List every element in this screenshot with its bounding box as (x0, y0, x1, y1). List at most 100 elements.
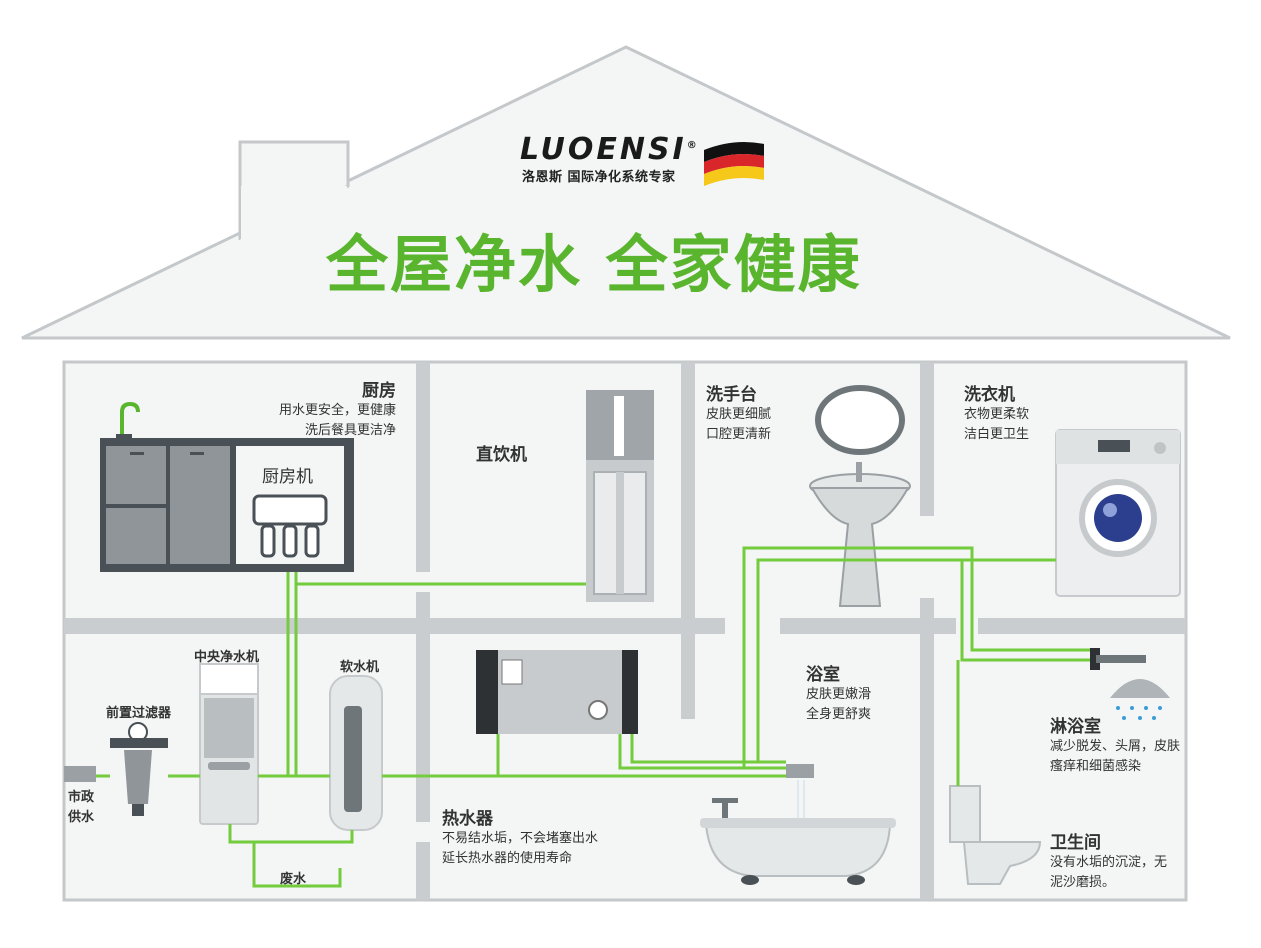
heater-line-1: 不易结水垢，不会堵塞出水 (442, 831, 599, 846)
central-purifier-icon (199, 663, 259, 825)
kitchen-filter-1 (260, 524, 276, 558)
mirror-icon (815, 385, 905, 455)
heater-line-2: 延长热水器的使用寿命 (442, 851, 573, 866)
washbasin-line-2: 口腔更清新 (706, 427, 772, 442)
shower-head-icon (1090, 648, 1170, 720)
drop-4 (1158, 706, 1162, 710)
washing-machine-icon (1055, 429, 1181, 597)
tub-foot-2 (847, 875, 865, 885)
wm-display (1098, 440, 1130, 452)
toilet-bowl (962, 841, 1042, 885)
kitchen-title: 厨房 (362, 381, 396, 401)
washbasin-caption: 洗手台 皮肤更细腻 口腔更清新 (706, 380, 771, 445)
prefilter-body (124, 750, 152, 804)
pipe-waste (228, 824, 354, 844)
faucet-icon (120, 401, 140, 438)
brand-logo: LUOENSI® (520, 132, 700, 167)
wall-4 (681, 362, 695, 719)
shower-title: 淋浴室 (1050, 717, 1101, 737)
tub-spout (786, 764, 814, 778)
tub-foot-1 (741, 875, 759, 885)
municipal-tap-icon (64, 766, 96, 782)
cabinet-door-1 (106, 446, 166, 504)
registered-mark: ® (686, 140, 700, 151)
cp-handle (208, 762, 250, 770)
shower-head (1110, 679, 1170, 698)
cabinet-door-2 (106, 508, 166, 564)
bathroom-line-1: 皮肤更嫩滑 (806, 687, 872, 702)
shower-mount (1090, 648, 1100, 670)
heater-display (501, 659, 523, 685)
wall-3 (416, 842, 430, 900)
faucet-base (116, 434, 132, 440)
shower-line-2: 瘙痒和细菌感染 (1050, 759, 1142, 774)
heater-left-cap (476, 650, 498, 734)
drop-2 (1130, 706, 1134, 710)
heater-title: 热水器 (442, 809, 493, 829)
waste-label: 废水 (280, 872, 307, 887)
drop-7 (1152, 716, 1156, 720)
pipe-shower (742, 546, 1090, 768)
heater-caption: 热水器 不易结水垢，不会堵塞出水 延长热水器的使用寿命 (442, 804, 598, 869)
toilet-icon (949, 785, 1042, 885)
laundry-line-1: 衣物更柔软 (964, 407, 1030, 422)
pipe-heater-out (618, 734, 786, 770)
toilet-tank (949, 785, 981, 843)
central-purifier-label: 中央净水机 (194, 650, 260, 665)
cabinet-door-3 (170, 446, 230, 564)
drop-6 (1138, 716, 1142, 720)
prefilter-valve (132, 804, 144, 816)
softener-icon (329, 675, 383, 831)
flag-gold (704, 166, 764, 186)
wall-2 (416, 592, 430, 822)
shower-line-1: 减少脱发、头屑，皮肤 (1050, 739, 1181, 754)
water-pipes (96, 546, 1090, 888)
german-flag-icon (704, 142, 764, 186)
cp-window (204, 698, 254, 758)
bathroom-line-2: 全身更舒爽 (806, 707, 872, 722)
logo-text: LUOENSI (520, 132, 687, 167)
municipal-label: 市政 供水 (68, 790, 95, 825)
drinking-panel (614, 396, 624, 456)
heater-right-cap (622, 650, 638, 734)
washbasin-title: 洗手台 (706, 385, 757, 405)
kitchen-filter-icon (252, 494, 328, 558)
wall-10 (978, 618, 1186, 634)
cp-top (199, 663, 259, 695)
flag-black (704, 142, 764, 162)
shower-arm (1096, 655, 1146, 663)
wall-8 (315, 618, 725, 634)
laundry-caption: 洗衣机 衣物更柔软 洁白更卫生 (964, 380, 1029, 445)
wall-9 (780, 618, 956, 634)
tub-tap (722, 800, 728, 818)
pipe-laundry (756, 558, 1056, 762)
basin-faucet (856, 462, 862, 482)
wm-drum (1094, 494, 1142, 542)
headline: 全屋净水 全家健康 (326, 228, 862, 301)
kitchen-filter-head (252, 494, 328, 526)
kitchen-filter-3 (304, 524, 320, 558)
kitchen-line-2: 洗后餐具更洁净 (304, 423, 396, 438)
toilet-line-1: 没有水垢的沉淀，无 (1050, 855, 1168, 870)
softener-core (344, 706, 362, 812)
drinking-title: 直饮机 (476, 445, 527, 465)
toilet-caption: 卫生间 没有水垢的沉淀，无 泥沙磨损。 (1050, 828, 1167, 893)
kitchen-line-1: 用水更安全，更健康 (278, 403, 396, 418)
softener-label: 软水机 (340, 660, 380, 675)
prefilter-head (110, 738, 168, 748)
tub-water-stream (797, 780, 805, 822)
prefilter-label: 前置过滤器 (106, 706, 172, 721)
handle-2 (190, 452, 204, 455)
pipe-heater-hot (630, 734, 786, 764)
toilet-line-2: 泥沙磨损。 (1050, 875, 1116, 890)
pipe-waste-out (252, 842, 342, 888)
bathroom-title: 浴室 (806, 665, 840, 685)
pipe-shower-2 (960, 560, 1090, 662)
interior-walls (64, 362, 1186, 900)
bathroom-caption: 浴室 皮肤更嫩滑 全身更舒爽 (806, 660, 871, 725)
drop-5 (1122, 716, 1126, 720)
toilet-title: 卫生间 (1050, 833, 1101, 853)
prefilter-icon (110, 722, 168, 816)
laundry-title: 洗衣机 (964, 385, 1015, 405)
